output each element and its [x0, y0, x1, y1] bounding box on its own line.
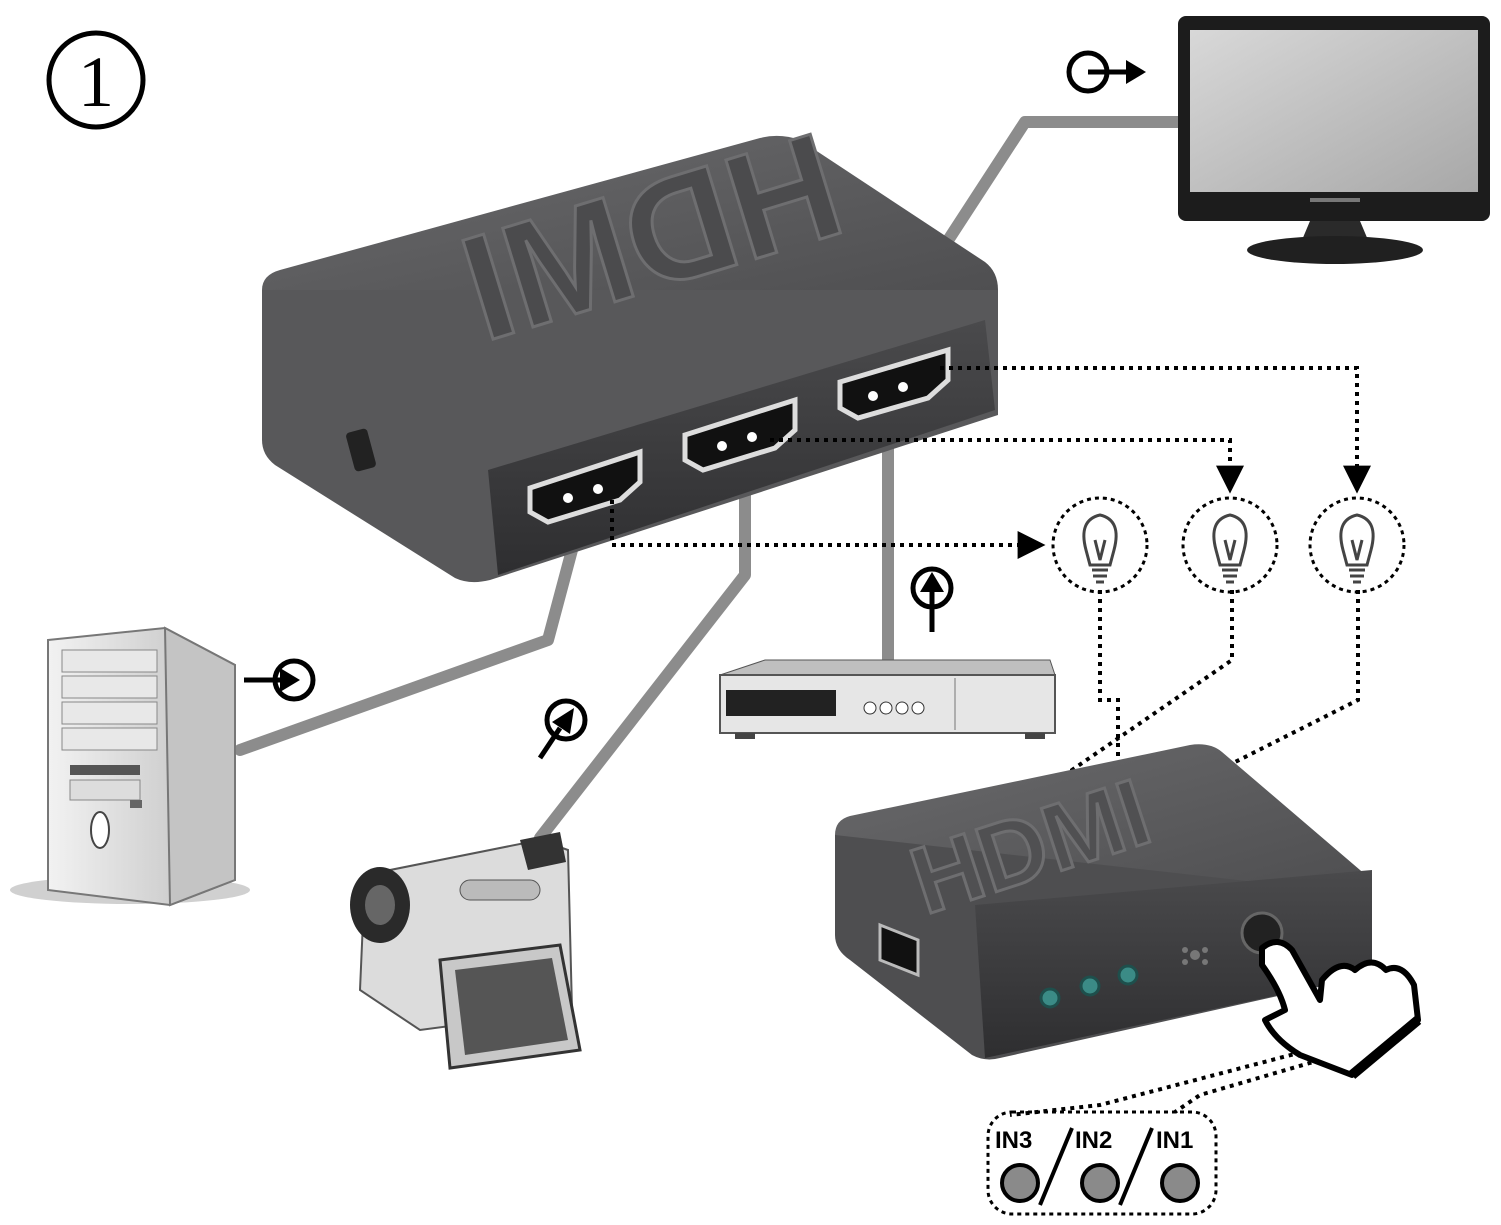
cable-pc: [234, 514, 586, 756]
mini-switch-hdmi-port: [878, 922, 920, 978]
pointing-hand-icon: [1259, 939, 1422, 1079]
selector-indicator-in3: [1000, 1163, 1040, 1203]
monitor: [1178, 16, 1490, 264]
step-number-digit: 1: [78, 42, 114, 122]
hdmi-switch-closeup: HDMI: [835, 744, 1372, 1060]
selector-label-in2: IN2: [1075, 1127, 1112, 1154]
pc-tower: [10, 626, 250, 907]
hdmi-port-3: [837, 346, 951, 421]
led-1: [1039, 987, 1061, 1009]
led-3: [1117, 964, 1139, 986]
cable-monitor: [939, 116, 1186, 251]
led-2: [1079, 975, 1101, 997]
input-arrow-icon-camcorder: [537, 698, 588, 760]
camcorder: [350, 832, 582, 1070]
indicator-bulb-1: [1051, 496, 1149, 594]
step-number-badge: 1: [46, 30, 146, 130]
hdmi-port-1: [527, 448, 643, 525]
satellite-receiver: [719, 659, 1056, 739]
selector-label-in1: IN1: [1156, 1127, 1193, 1154]
input-arrow-icon-pc: [244, 658, 316, 702]
selector-divider-2: [1118, 1127, 1154, 1206]
light-bulb-icon: [1212, 513, 1248, 584]
light-bulb-icon: [1339, 513, 1375, 584]
hdmi-port-2: [682, 396, 798, 473]
input-arrow-icon-receiver: [910, 566, 954, 632]
ir-sensor: [1182, 947, 1208, 965]
light-bulb-icon: [1082, 513, 1118, 584]
indicator-bulb-3: [1308, 496, 1406, 594]
power-port: [346, 428, 376, 472]
selector-divider-1: [1038, 1127, 1074, 1206]
input-selector-legend: IN3 IN2 IN1: [986, 1110, 1218, 1216]
indicator-bulb-2: [1181, 496, 1279, 594]
selector-indicator-in2: [1080, 1163, 1120, 1203]
selector-indicator-in1: [1160, 1163, 1200, 1203]
output-arrow-icon: [1066, 50, 1146, 94]
selector-label-in3: IN3: [995, 1127, 1032, 1154]
